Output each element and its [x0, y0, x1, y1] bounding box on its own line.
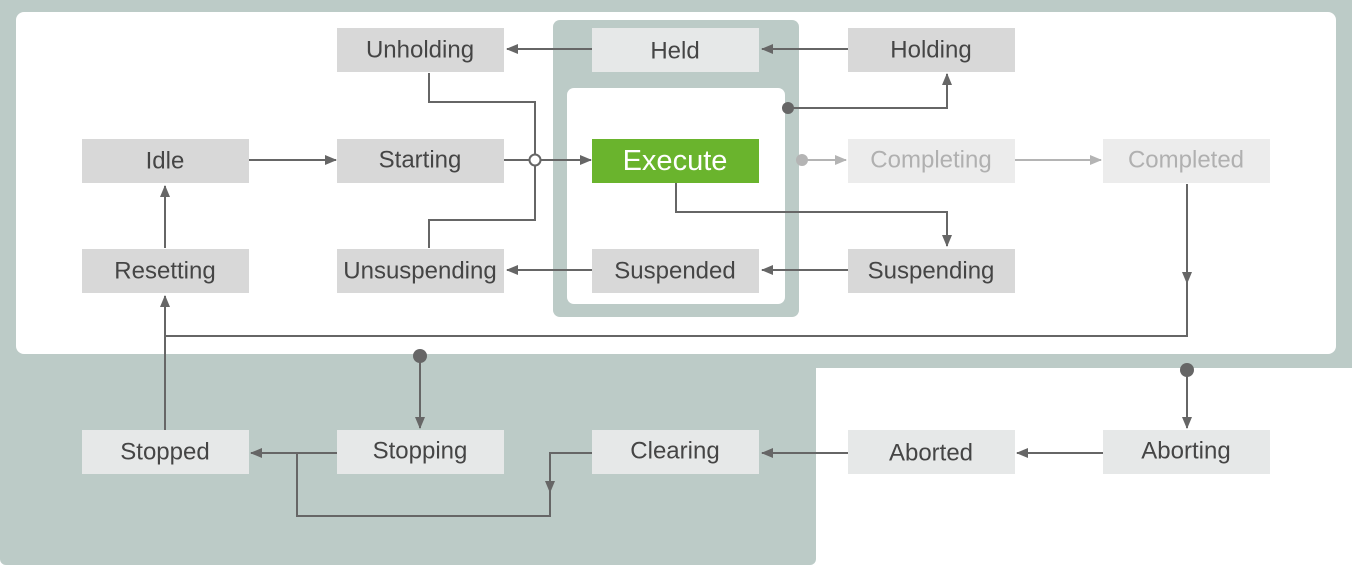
- junctions: [413, 102, 1194, 377]
- state-held: Held: [592, 28, 759, 72]
- state-suspending: Suspending: [848, 249, 1015, 293]
- state-box: [337, 430, 504, 474]
- state-label: Clearing: [630, 438, 719, 465]
- state-label: Stopping: [373, 438, 468, 465]
- state-box: [848, 28, 1015, 72]
- state-box: [82, 139, 249, 183]
- state-box: [592, 430, 759, 474]
- state-label: Holding: [890, 37, 971, 64]
- state-starting: Starting: [337, 139, 504, 183]
- state-label: Stopped: [120, 439, 209, 466]
- state-aborting: Aborting: [1103, 430, 1270, 474]
- state-stopped: Stopped: [82, 430, 249, 474]
- state-box: [592, 249, 759, 293]
- state-box: [337, 249, 504, 293]
- state-aborted: Aborted: [848, 430, 1015, 474]
- state-box: [1103, 430, 1270, 474]
- state-box: [848, 249, 1015, 293]
- state-resetting: Resetting: [82, 249, 249, 293]
- state-label: Held: [650, 38, 699, 65]
- state-label: Completing: [870, 147, 991, 174]
- state-box: [337, 139, 504, 183]
- edge-completed-return: [166, 184, 1188, 337]
- stop-origin-dot: [413, 349, 427, 363]
- state-box: [592, 139, 759, 183]
- complete-origin-dot: [796, 154, 808, 166]
- edge-stopping-loop: [296, 453, 551, 517]
- state-label: Unsuspending: [343, 258, 496, 285]
- state-label: Resetting: [114, 258, 215, 285]
- state-completing: Completing: [848, 139, 1015, 183]
- state-box: [82, 249, 249, 293]
- state-label: Execute: [623, 145, 728, 177]
- state-label: Unholding: [366, 37, 474, 64]
- state-box: [592, 28, 759, 72]
- state-holding: Holding: [848, 28, 1015, 72]
- state-completed: Completed: [1103, 139, 1270, 183]
- edge-unsuspending-merge: [428, 166, 536, 248]
- state-box: [337, 28, 504, 72]
- state-label: Suspending: [868, 258, 995, 285]
- edge-unholding-merge: [428, 73, 536, 158]
- state-box: [1103, 139, 1270, 183]
- state-idle: Idle: [82, 139, 249, 183]
- state-clearing: Clearing: [592, 430, 759, 474]
- state-box: [82, 430, 249, 474]
- hold-origin-dot: [782, 102, 794, 114]
- state-unsuspending: Unsuspending: [337, 249, 504, 293]
- state-unholding: Unholding: [337, 28, 504, 72]
- state-nodes: Unholding Held Holding Idle Starting Exe…: [82, 28, 1270, 474]
- state-box: [848, 139, 1015, 183]
- state-execute: Execute: [592, 139, 759, 183]
- state-label: Suspended: [614, 258, 735, 285]
- edge-execute-holding: [788, 73, 952, 109]
- abort-origin-dot: [1180, 363, 1194, 377]
- merge-junction: [528, 153, 542, 167]
- state-label: Completed: [1128, 147, 1244, 174]
- state-label: Aborting: [1141, 438, 1230, 465]
- state-stopping: Stopping: [337, 430, 504, 474]
- state-box: [848, 430, 1015, 474]
- state-suspended: Suspended: [592, 249, 759, 293]
- state-label: Starting: [379, 147, 462, 174]
- state-label: Aborted: [889, 440, 973, 467]
- edge-clearing-loop: [545, 452, 592, 493]
- edge-execute-suspending: [675, 183, 952, 247]
- state-label: Idle: [146, 148, 185, 175]
- transitions: [160, 44, 1192, 517]
